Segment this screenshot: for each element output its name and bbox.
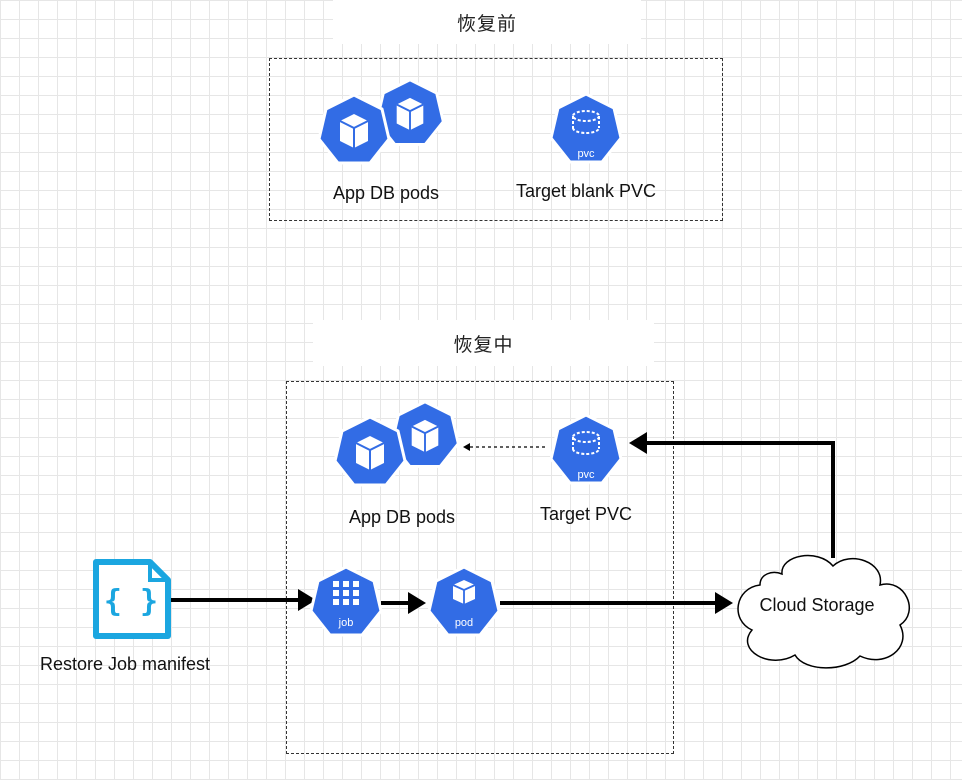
cloud-storage-icon bbox=[737, 554, 910, 669]
edge-pvc-to-pods bbox=[463, 443, 545, 451]
before-pvc-label: Target blank PVC bbox=[515, 181, 657, 201]
during-app-pods-label: App DB pods bbox=[348, 507, 456, 527]
before-title: 恢复前 bbox=[333, 0, 641, 44]
edge-job-to-pod bbox=[381, 592, 426, 614]
during-group bbox=[286, 381, 674, 754]
edge-manifest-to-job bbox=[170, 589, 316, 611]
during-pvc-icon bbox=[549, 413, 623, 485]
before-app-pods-label: App DB pods bbox=[332, 183, 440, 203]
edge-cloud-to-pvc bbox=[629, 432, 835, 558]
job-icon bbox=[309, 565, 383, 637]
edge-pod-to-cloud bbox=[500, 592, 733, 614]
during-pvc-label: Target PVC bbox=[539, 504, 633, 524]
during-title: 恢复中 bbox=[313, 320, 654, 366]
before-group bbox=[269, 58, 723, 221]
before-pvc-icon-text: pvc bbox=[577, 148, 595, 160]
during-app-pods-icon bbox=[333, 400, 460, 487]
during-pvc-icon-text: pvc bbox=[577, 469, 595, 481]
manifest-file-icon bbox=[93, 559, 171, 639]
manifest-braces-icon: { } bbox=[104, 584, 158, 619]
pod-icon bbox=[427, 565, 501, 637]
before-app-pods-icon bbox=[317, 78, 445, 165]
before-pvc-icon bbox=[549, 92, 623, 164]
pod-icon-text: pod bbox=[455, 617, 473, 629]
cloud-storage-label: Cloud Storage bbox=[759, 595, 875, 615]
job-icon-text: job bbox=[338, 617, 354, 629]
manifest-label: Restore Job manifest bbox=[39, 654, 211, 674]
